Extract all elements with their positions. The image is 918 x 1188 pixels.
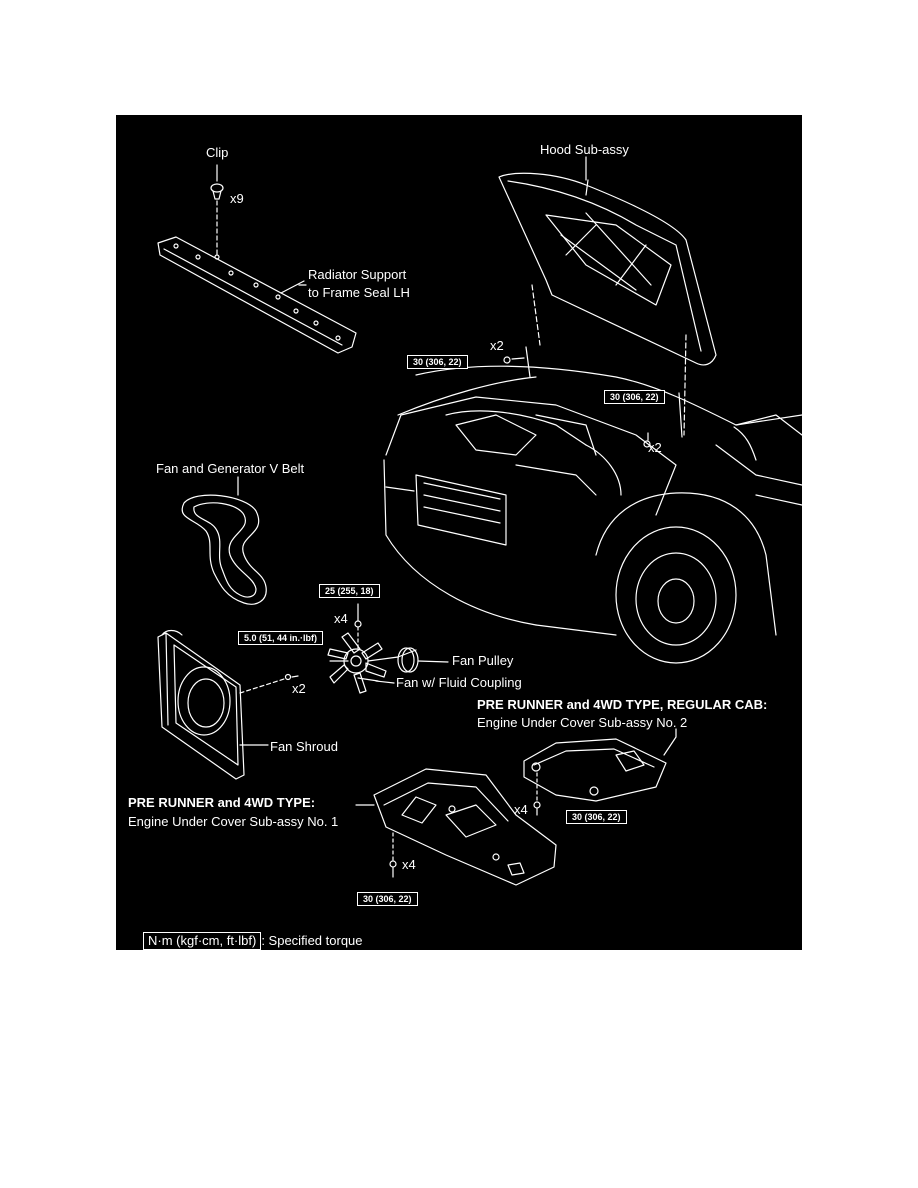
radiator-seal-label-line2: to Frame Seal LH xyxy=(308,285,410,300)
torque-under-cover-1: 30 (306, 22) xyxy=(357,892,418,906)
hood-drawing xyxy=(498,156,717,438)
vehicle-front-drawing xyxy=(383,365,802,664)
fan-pulley-label: Fan Pulley xyxy=(452,653,514,668)
hood-bolt-right xyxy=(643,432,651,448)
fan-nut-quantity: x4 xyxy=(334,611,348,626)
under-cover-1-drawing xyxy=(355,768,557,886)
hood-label: Hood Sub-assy xyxy=(540,142,629,157)
fan-coupling-label: Fan w/ Fluid Coupling xyxy=(396,675,522,690)
radiator-seal-drawing xyxy=(157,236,357,354)
shroud-bolt-quantity: x2 xyxy=(292,681,306,696)
under-cover-2-drawing xyxy=(523,728,677,816)
under-cover-1-label: Engine Under Cover Sub-assy No. 1 xyxy=(128,814,339,829)
clip-quantity: x9 xyxy=(230,191,244,206)
hood-bolt-right-quantity: x2 xyxy=(648,440,662,455)
leader-lines xyxy=(298,284,379,682)
torque-under-cover-2: 30 (306, 22) xyxy=(566,810,627,824)
type-heading: PRE RUNNER and 4WD TYPE: xyxy=(128,795,316,810)
v-belt-label: Fan and Generator V Belt xyxy=(156,461,305,476)
torque-hood-left: 30 (306, 22) xyxy=(407,355,468,369)
torque-shroud-bolt: 5.0 (51, 44 in.·lbf) xyxy=(238,631,324,645)
torque-fan-nut: 25 (255, 18) xyxy=(319,584,380,598)
under-cover-2-label: Engine Under Cover Sub-assy No. 2 xyxy=(477,715,688,730)
torque-hood-right: 30 (306, 22) xyxy=(604,390,665,404)
torque-legend-unit: N·m (kgf·cm, ft·lbf) xyxy=(143,932,262,950)
clip-drawing xyxy=(210,164,224,256)
fan-shroud-drawing xyxy=(157,629,299,780)
exploded-parts-diagram: Clip x9 Hood Sub-assy Radiator Support t… xyxy=(116,115,802,950)
regular-cab-heading: PRE RUNNER and 4WD TYPE, REGULAR CAB: xyxy=(477,697,768,712)
clip-label: Clip xyxy=(206,145,229,160)
diagram-drawing xyxy=(157,156,802,886)
hood-bolt-left-quantity: x2 xyxy=(490,338,504,353)
radiator-seal-label-line1: Radiator Support xyxy=(308,267,407,282)
torque-legend: N·m (kgf·cm, ft·lbf): Specified torque xyxy=(143,932,363,950)
fan-shroud-label: Fan Shroud xyxy=(270,739,338,754)
under-cover-1-quantity: x4 xyxy=(402,857,416,872)
under-cover-2-quantity: x4 xyxy=(514,802,528,817)
v-belt-drawing xyxy=(181,476,267,605)
hood-bolt-left xyxy=(503,356,525,364)
torque-legend-text: : Specified torque xyxy=(261,933,363,948)
